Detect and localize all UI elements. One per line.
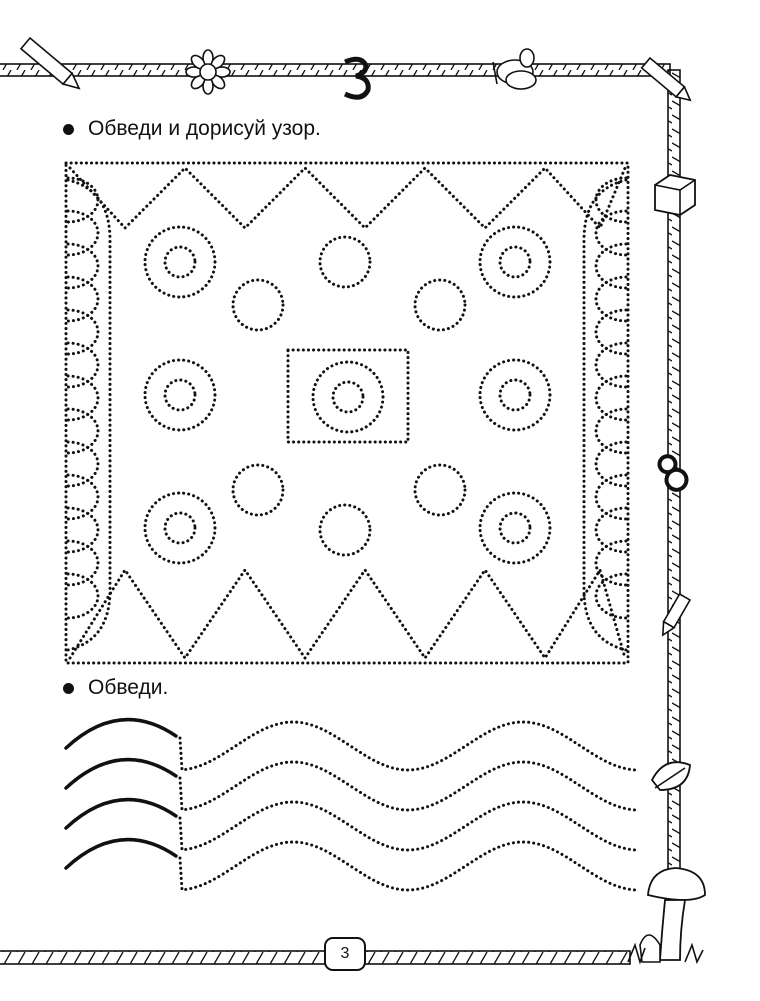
right-scallop	[594, 506, 628, 554]
single-circle	[413, 278, 467, 332]
left-scallop	[66, 539, 100, 587]
left-arc	[66, 178, 112, 652]
left-scallop	[66, 341, 100, 389]
left-scallop	[66, 572, 100, 620]
airplane-icon	[492, 48, 537, 90]
dotted-wave	[178, 840, 640, 892]
trace-waves	[64, 717, 640, 892]
right-scallop	[594, 539, 628, 587]
outer-circle	[478, 358, 552, 432]
outer-circle	[311, 360, 385, 434]
cube-icon	[654, 174, 696, 216]
right-scallop	[594, 242, 628, 290]
pattern-frame	[64, 161, 630, 665]
outer-circle	[143, 491, 217, 565]
page-number: 3	[324, 937, 366, 971]
right-scallop	[594, 275, 628, 323]
left-scallop	[66, 407, 100, 455]
trace-pattern	[64, 161, 630, 665]
left-scallop	[66, 473, 100, 521]
solid-wave-start	[64, 837, 178, 870]
right-scallop	[594, 473, 628, 521]
left-scallop	[66, 209, 100, 257]
bullet-icon	[63, 123, 74, 135]
solid-wave-start	[64, 797, 178, 830]
left-scallop	[66, 275, 100, 323]
inner-circle	[163, 245, 197, 279]
dotted-wave	[178, 720, 640, 772]
right-scallop	[594, 374, 628, 422]
left-scallop	[66, 242, 100, 290]
right-arc	[582, 178, 628, 652]
left-scallop	[66, 176, 100, 224]
right-scallop	[594, 572, 628, 620]
single-circle	[231, 463, 285, 517]
dotted-wave	[178, 760, 640, 812]
left-scallop	[66, 374, 100, 422]
outer-circle	[478, 225, 552, 299]
inner-circle	[163, 511, 197, 545]
bottom-zigzag	[68, 566, 627, 661]
left-scallop	[66, 308, 100, 356]
outer-circle	[143, 225, 217, 299]
task-1-text: Обведи и дорисуй узор.	[88, 117, 321, 140]
single-circle	[231, 278, 285, 332]
digit-3-icon	[343, 56, 371, 100]
left-scallop	[66, 506, 100, 554]
digit-8-icon	[657, 454, 689, 492]
left-scallop	[66, 440, 100, 488]
inner-circle	[498, 378, 532, 412]
task-2-text: Обведи.	[88, 676, 169, 699]
bullet-icon	[63, 682, 74, 694]
single-circle	[318, 235, 372, 289]
task-1-instruction: Обведи и дорисуй узор.	[63, 117, 321, 141]
right-scallop	[594, 209, 628, 257]
top-zigzag	[68, 165, 627, 231]
right-scallop	[594, 407, 628, 455]
single-circle	[318, 503, 372, 557]
outer-circle	[478, 491, 552, 565]
right-scallop	[594, 308, 628, 356]
rope-border	[0, 63, 681, 965]
solid-wave-start	[64, 717, 178, 750]
flower-icon	[185, 49, 231, 95]
right-scallop	[594, 341, 628, 389]
inner-circle	[163, 378, 197, 412]
dotted-wave	[178, 800, 640, 852]
inner-circle	[498, 511, 532, 545]
right-scallop	[594, 440, 628, 488]
mushroom-icon	[627, 867, 706, 965]
pencil-icon	[661, 592, 692, 637]
solid-wave-start	[64, 757, 178, 790]
right-scallop	[594, 176, 628, 224]
inner-circle	[331, 380, 365, 414]
inner-circle	[498, 245, 532, 279]
outer-circle	[143, 358, 217, 432]
task-2-instruction: Обведи.	[63, 676, 168, 700]
leaf-icon	[650, 761, 691, 791]
pencil-icon	[640, 56, 692, 102]
pattern-center-square	[286, 348, 410, 444]
single-circle	[413, 463, 467, 517]
pencil-icon	[19, 36, 81, 90]
